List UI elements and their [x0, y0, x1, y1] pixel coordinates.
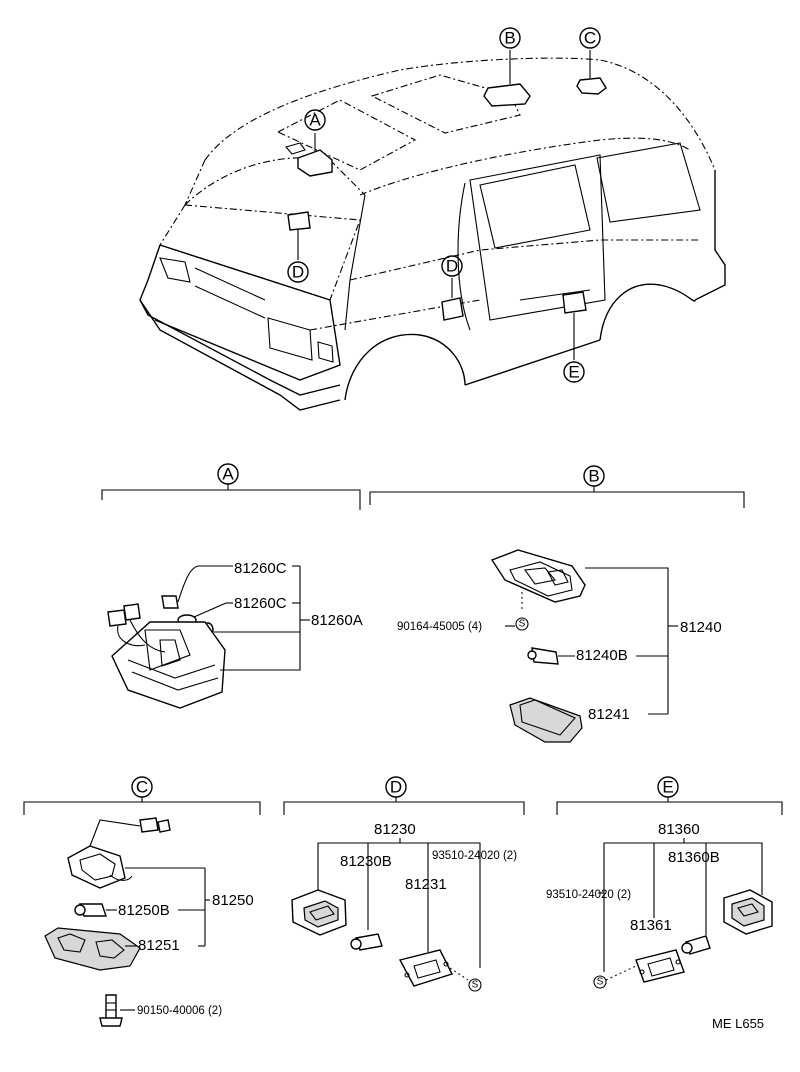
screw-93510-d: S	[449, 967, 482, 992]
bulb-81230b	[350, 933, 383, 951]
label-81360: 81360	[658, 821, 700, 838]
svg-text:A: A	[309, 111, 321, 130]
bulb-81240b	[527, 647, 559, 665]
svg-text:D: D	[292, 263, 304, 282]
callout-b-van: B	[499, 27, 521, 49]
van-switch-d-front	[287, 211, 311, 260]
van-lamp-b	[483, 50, 531, 107]
label-90164-45005: 90164-45005 (4)	[397, 621, 482, 633]
van-switch-d-side	[441, 278, 464, 321]
bulb-81250b	[74, 903, 107, 917]
callout-e-van: E	[563, 361, 585, 383]
dome-lamp-81260a	[107, 603, 226, 709]
van-lamp-e	[562, 291, 587, 360]
svg-text:D: D	[390, 778, 402, 797]
svg-text:S: S	[519, 619, 526, 630]
label-81231: 81231	[405, 876, 447, 893]
bulb-81360b	[681, 935, 711, 955]
lens-81251	[44, 927, 141, 971]
label-90150-40006: 90150-40006 (2)	[137, 1005, 222, 1017]
screw-90164: S	[515, 592, 529, 631]
bulb-81260c-1	[161, 565, 199, 609]
lamp-81360	[723, 889, 773, 935]
bulb-small	[202, 622, 300, 638]
label-81260a: 81260A	[311, 612, 363, 629]
screw-90150	[99, 994, 123, 1027]
switch-81230	[291, 889, 347, 936]
lamp-81240	[490, 549, 586, 603]
label-93510-24020-e: 93510-24020 (2)	[546, 889, 631, 901]
label-81240: 81240	[680, 619, 722, 636]
label-81230: 81230	[374, 821, 416, 838]
svg-text:C: C	[136, 778, 148, 797]
callout-d-van-side: D	[441, 255, 463, 277]
label-81230b: 81230B	[340, 853, 392, 870]
svg-text:E: E	[568, 363, 579, 382]
label-81361: 81361	[630, 917, 672, 934]
lens-81241	[509, 697, 583, 743]
svg-text:D: D	[446, 257, 458, 276]
callout-c-van: C	[579, 27, 601, 49]
label-81251: 81251	[138, 937, 180, 954]
label-81260c-1: 81260C	[234, 560, 287, 577]
van-illustration	[139, 57, 726, 411]
section-e: E 81360 81360B 93510-24020 (2) 81361	[546, 776, 783, 989]
diagram-code: ME L655	[712, 1016, 764, 1031]
callout-a-van: A	[304, 109, 326, 131]
callout-d-van-front: D	[287, 261, 309, 283]
label-81260c-2: 81260C	[234, 595, 287, 612]
section-d: D 81230 81230B 93510-24020 (2) 81231	[283, 776, 525, 992]
label-81240b: 81240B	[576, 647, 628, 664]
svg-text:C: C	[584, 29, 596, 48]
svg-text:B: B	[504, 29, 515, 48]
svg-text:S: S	[597, 977, 604, 988]
section-a: A 81260C	[101, 463, 363, 709]
svg-text:B: B	[588, 467, 599, 486]
section-c: C 81250B 81251 81250	[23, 776, 261, 1027]
van-lamp-a	[285, 133, 333, 177]
section-b: B S 90164-45005 (4) 81240B 81241	[369, 465, 745, 743]
label-93510-24020-d: 93510-24020 (2)	[432, 850, 517, 862]
cover-81231	[398, 949, 453, 987]
svg-text:A: A	[222, 465, 234, 484]
svg-text:S: S	[472, 980, 479, 991]
lamp-81250	[67, 817, 171, 889]
screw-93510-e: S	[593, 965, 637, 989]
cover-81361	[635, 949, 685, 983]
label-81360b: 81360B	[668, 849, 720, 866]
svg-text:E: E	[662, 778, 673, 797]
label-81241: 81241	[588, 706, 630, 723]
label-81250b: 81250B	[118, 902, 170, 919]
van-lamp-c	[576, 50, 607, 95]
label-81250: 81250	[212, 892, 254, 909]
